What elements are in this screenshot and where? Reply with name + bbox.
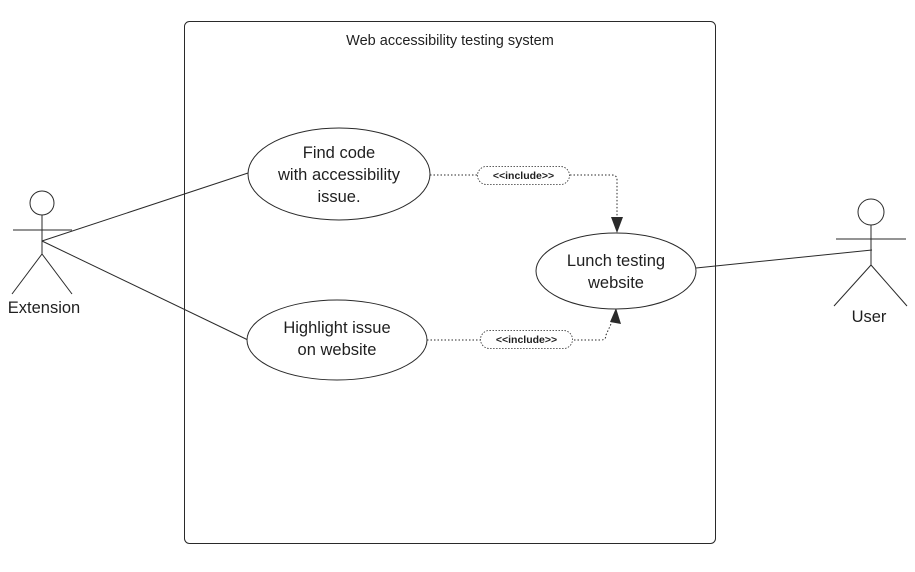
actor-extension: Extension [8,190,80,317]
use-case-highlight-line-1: Highlight issue [283,319,390,337]
actor-user-left-leg [833,264,872,307]
actor-user-label: User [852,308,887,326]
include-arrowhead-top [611,217,623,233]
actor-extension-right-leg [41,253,73,295]
use-case-find-code-ellipse [247,127,431,221]
system-boundary [184,21,716,544]
use-case-highlight-line-2: on website [298,341,377,359]
include-label-top: <<include>> [477,166,570,185]
use-case-lunch-line-2: website [587,274,644,292]
system-title: Web accessibility testing system [346,33,554,49]
assoc-user-lunch [695,249,873,269]
include-path-top [430,174,618,231]
actor-user: User [833,198,908,326]
actor-extension-head [29,190,55,216]
use-case-lunch: Lunch testing website [535,232,697,310]
actor-extension-left-leg [11,253,43,295]
assoc-extension-highlight [41,240,249,341]
use-case-highlight-ellipse [246,299,428,381]
use-case-find-code-line-1: Find code [303,144,375,162]
use-case-highlight: Highlight issue on website [246,299,428,381]
include-label-bottom-text: <<include>> [496,334,557,346]
include-label-top-box [477,166,570,185]
use-case-lunch-line-1: Lunch testing [567,252,665,270]
assoc-extension-find-code [41,172,249,242]
actor-user-head [857,198,885,226]
include-arrowhead-bottom [610,308,621,324]
use-case-lunch-ellipse [535,232,697,310]
use-case-find-code-line-2: with accessibility [277,166,401,184]
use-case-find-code: Find code with accessibility issue. [247,127,431,221]
include-label-top-text: <<include>> [493,170,554,182]
actor-user-right-leg [870,264,908,307]
include-label-bottom: <<include>> [480,330,573,349]
actor-extension-label: Extension [8,299,80,317]
include-label-bottom-box [480,330,573,349]
use-case-find-code-line-3: issue. [317,188,360,206]
